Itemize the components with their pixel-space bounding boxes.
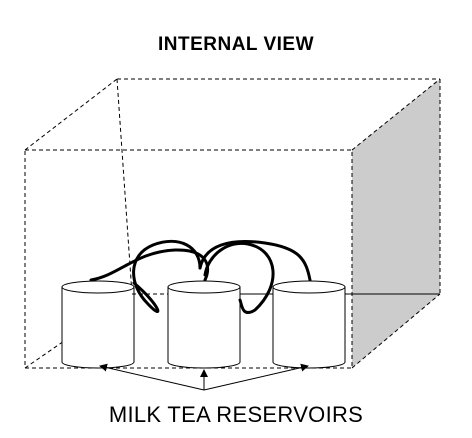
reservoir-center (167, 280, 241, 369)
tube-loop-right (203, 241, 275, 315)
tube-center-to-right (198, 239, 312, 282)
box-depth-edge-top-left (24, 78, 118, 151)
reservoir-right (272, 280, 346, 369)
box-right-face (352, 79, 440, 368)
arrow-to-left-reservoir (99, 363, 205, 391)
box-front-face (24, 149, 353, 369)
reservoir-left (61, 280, 135, 369)
box-depth-edge-bottom-right (351, 293, 441, 369)
reservoirs-caption: MILK TEA RESERVOIRS (108, 402, 364, 427)
diagram-title: INTERNAL VIEW (157, 34, 315, 55)
box-back-left-edge (116, 78, 133, 295)
tube-left-to-center (89, 248, 210, 282)
arrow-to-right-reservoir (203, 363, 309, 391)
box-depth-edge-top-right (351, 78, 441, 151)
tube-loop-left (132, 239, 202, 313)
